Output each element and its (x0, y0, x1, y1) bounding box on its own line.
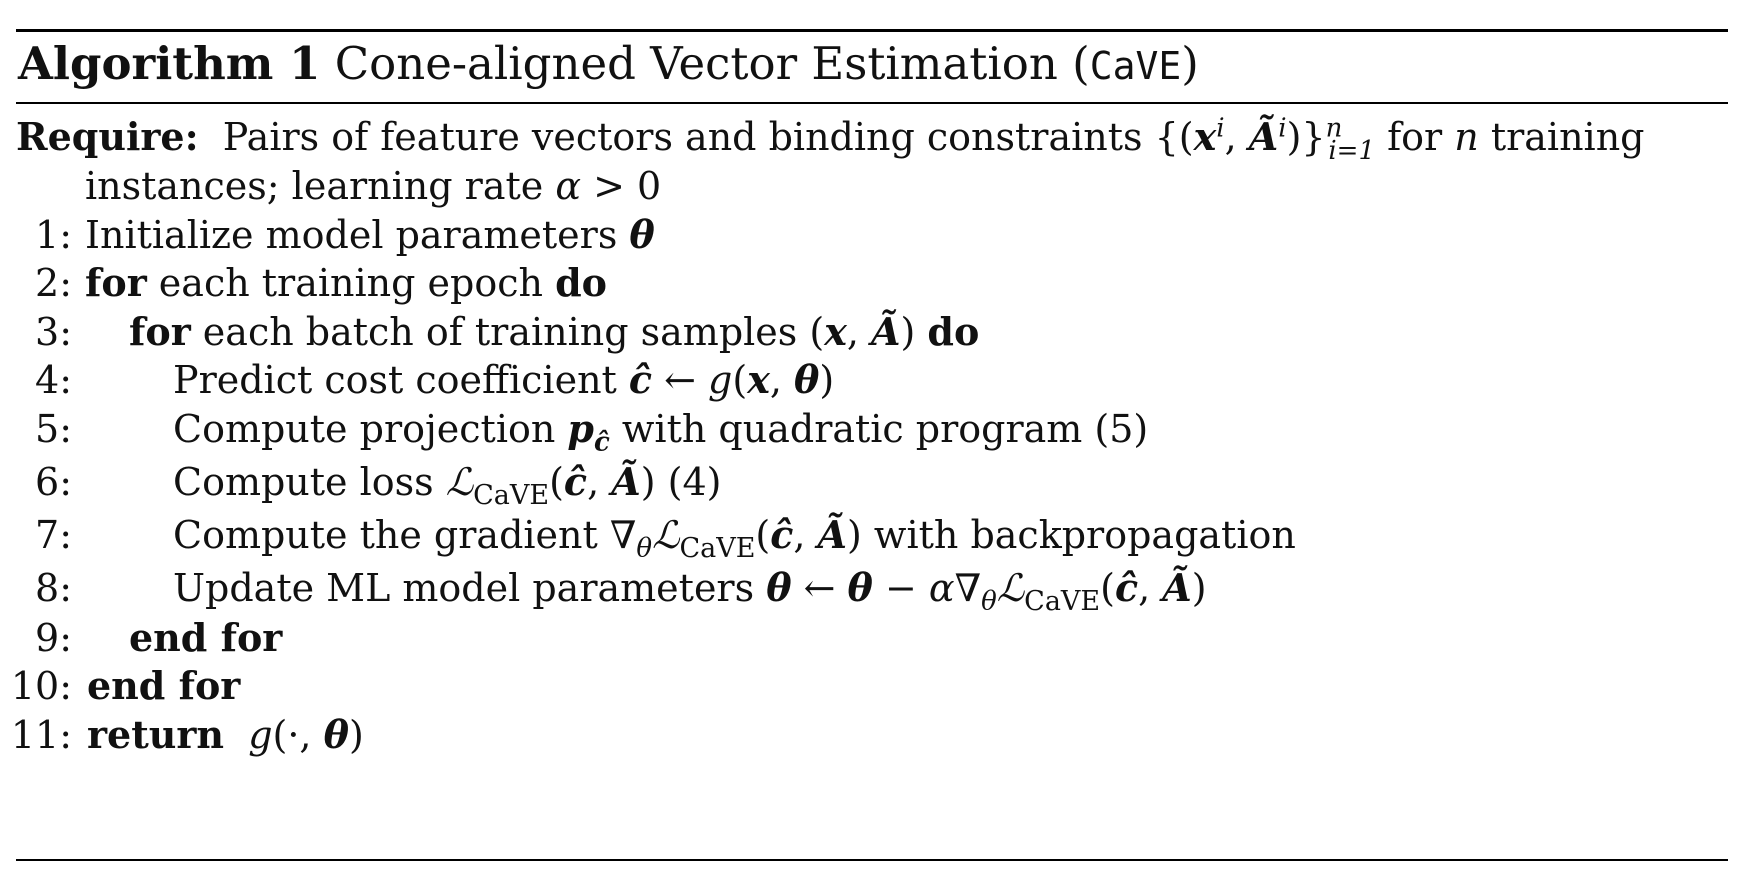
step-text: end for (87, 663, 241, 708)
step-number: 11: (10, 713, 72, 757)
algorithm-title-mono: CaVE (1089, 44, 1182, 88)
step-text: end for (129, 615, 283, 660)
step-text: Compute loss ℒCaVE(ĉ, Ã) (4) (173, 459, 722, 511)
step-text: Predict cost coefficient ĉ ← g(x, θ) (173, 357, 835, 402)
bottom-rule (16, 859, 1728, 861)
top-rule (16, 29, 1728, 32)
step-text: Compute projection pĉ with quadratic pro… (173, 406, 1149, 458)
algorithm-caption: Algorithm 1 Cone-aligned Vector Estimati… (18, 36, 1199, 94)
require-label: Require: (16, 114, 199, 159)
require-text-2: instances; learning rate α > 0 (85, 164, 662, 208)
step-number: 10: (10, 664, 72, 708)
step-text: Compute the gradient ∇θℒCaVE(ĉ, Ã) with … (173, 512, 1296, 564)
step-number: 5: (35, 407, 72, 451)
step-text: for each batch of training samples (x, Ã… (129, 309, 980, 354)
step-number: 2: (35, 261, 72, 305)
step-text: for each training epoch do (85, 260, 607, 305)
step-number: 9: (35, 616, 72, 660)
step-text: Initialize model parameters θ (85, 212, 655, 257)
header-rule (16, 102, 1728, 104)
step-number: 8: (35, 566, 72, 610)
step-text: Update ML model parameters θ ← θ − α∇θℒC… (173, 565, 1207, 617)
step-number: 7: (35, 513, 72, 557)
require-line-1: Require: Pairs of feature vectors and bi… (16, 113, 1645, 166)
step-number: 6: (35, 460, 72, 504)
step-number: 4: (35, 358, 72, 402)
algorithm-label: Algorithm 1 (18, 37, 321, 90)
require-line-2: instances; learning rate α > 0 (85, 162, 661, 210)
step-number: 3: (35, 310, 72, 354)
step-number: 1: (35, 213, 72, 257)
require-text-1: Pairs of feature vectors and binding con… (210, 113, 1645, 166)
step-text: return g(·, θ) (87, 712, 364, 757)
algorithm-title: Cone-aligned Vector Estimation (CaVE) (334, 37, 1199, 90)
